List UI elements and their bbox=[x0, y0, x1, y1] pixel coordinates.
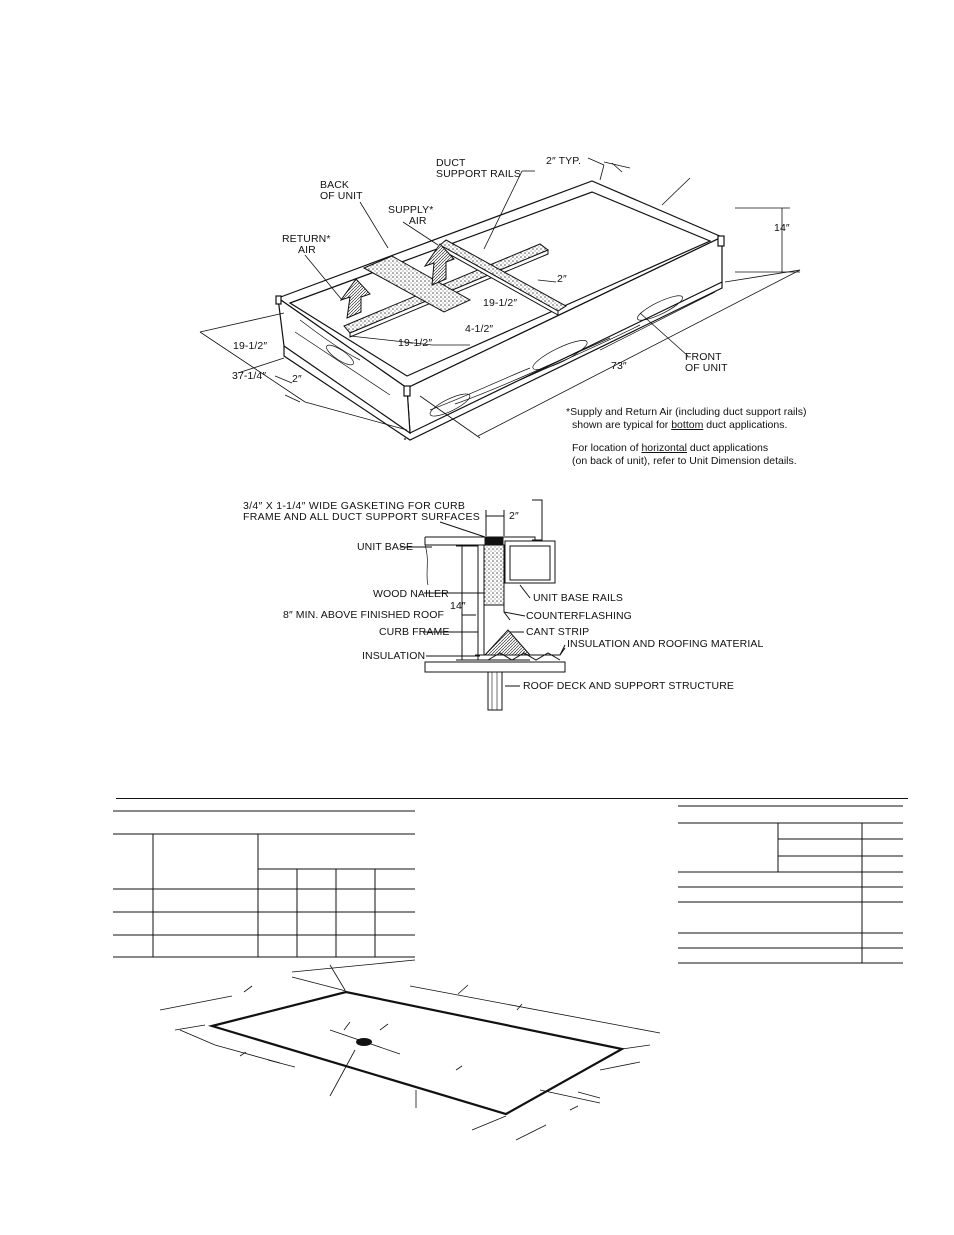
supply-air-arrow bbox=[423, 243, 455, 286]
label-dim-2-left: 2″ bbox=[292, 373, 302, 385]
footnote-line3-pre: For location of bbox=[572, 442, 642, 454]
label-return-air: RETURN*AIR bbox=[282, 233, 331, 256]
label-unit-base-rails: UNIT BASE RAILS bbox=[533, 592, 624, 604]
label-unit-base: UNIT BASE bbox=[357, 541, 414, 553]
label-section-dim-2: 2″ bbox=[509, 510, 519, 522]
label-8-min: 8″ MIN. ABOVE FINISHED ROOF bbox=[283, 609, 445, 621]
label-insulation-roofing: INSULATION AND ROOFING MATERIAL bbox=[567, 638, 764, 650]
footnote-line3-post: duct applications bbox=[686, 442, 769, 454]
label-dim-19-half-a: 19-1/2″ bbox=[483, 297, 518, 309]
footnote: *Supply and Return Air (including duct s… bbox=[566, 406, 806, 468]
label-dim-19-half-b: 19-1/2″ bbox=[398, 337, 433, 349]
label-cant-strip: CANT STRIP bbox=[526, 626, 590, 638]
label-dim-2-right: 2″ bbox=[557, 273, 567, 285]
label-dim-19-half-left: 19-1/2″ bbox=[233, 340, 268, 352]
label-roof-deck: ROOF DECK AND SUPPORT STRUCTURE bbox=[523, 680, 734, 692]
label-2-typ: 2″ TYP. bbox=[546, 155, 581, 167]
footnote-line2-pre: shown are typical for bbox=[572, 419, 672, 431]
footnote-line4: (on back of unit), refer to Unit Dimensi… bbox=[572, 455, 797, 467]
footnote-line2-post: duct applications. bbox=[703, 419, 788, 431]
footnote-line1: *Supply and Return Air (including duct s… bbox=[566, 406, 807, 418]
label-insulation: INSULATION bbox=[362, 650, 426, 662]
duct-support-rails bbox=[343, 239, 567, 338]
label-dim-73: 73″ bbox=[611, 360, 627, 372]
footnote-line3-underline: horizontal bbox=[641, 442, 687, 454]
footnote-line2-underline: bottom bbox=[671, 419, 704, 431]
label-dim-14: 14″ bbox=[774, 222, 790, 234]
label-dim-4-half: 4-1/2″ bbox=[465, 323, 494, 335]
label-wood-nailer: WOOD NAILER bbox=[373, 588, 449, 600]
label-curb-frame: CURB FRAME bbox=[379, 626, 450, 638]
label-supply-air: SUPPLY*AIR bbox=[388, 204, 434, 227]
label-section-dim-14: 14″ bbox=[450, 600, 466, 612]
section-divider bbox=[116, 798, 908, 799]
label-counterflashing: COUNTERFLASHING bbox=[526, 610, 632, 622]
return-air-arrow bbox=[339, 278, 371, 319]
curb-frame-outline bbox=[275, 180, 725, 441]
dimension-lines bbox=[199, 157, 801, 439]
label-dim-37: 37-1/4″ bbox=[232, 370, 267, 382]
